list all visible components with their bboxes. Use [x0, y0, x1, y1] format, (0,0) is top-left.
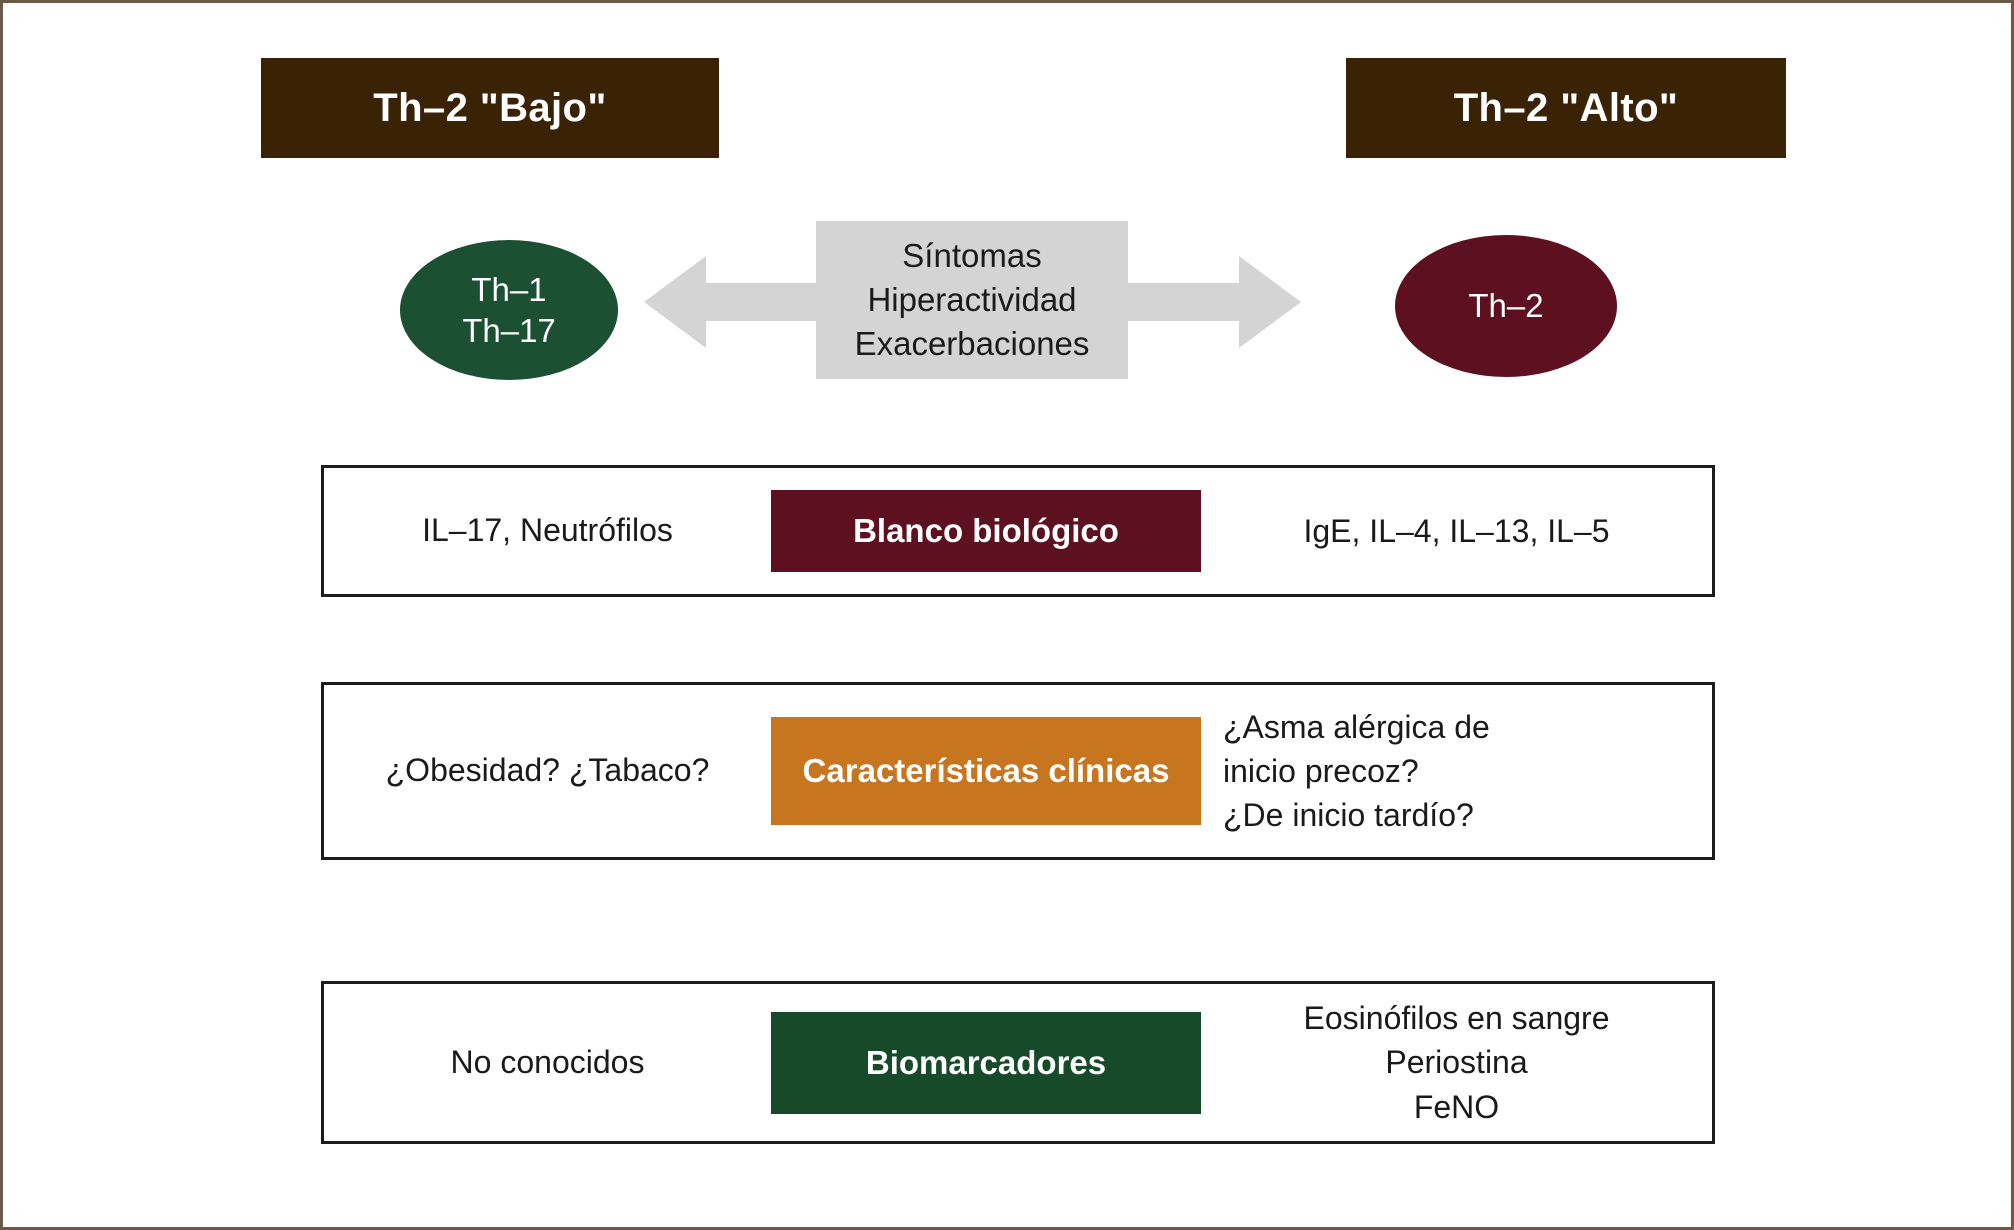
row-caracteristicas-clinicas-left: ¿Obesidad? ¿Tabaco?	[324, 749, 771, 792]
row-caracteristicas-clinicas-right: ¿Asma alérgica de inicio precoz? ¿De ini…	[1201, 705, 1712, 837]
row-biomarcadores-label-text: Biomarcadores	[865, 1043, 1107, 1081]
arrow-left-icon	[644, 256, 824, 348]
ellipse-th1-th17-line-1: Th–1	[471, 270, 547, 308]
row-caracteristicas-clinicas-right-line-3: ¿De inicio tardío?	[1223, 797, 1474, 834]
row-biomarcadores-right-line-1: Eosinófilos en sangre	[1303, 1000, 1610, 1037]
symptoms-box: Síntomas Hiperactividad Exacerbaciones	[816, 221, 1128, 379]
row-biomarcadores-left-line-1: No conocidos	[450, 1043, 645, 1080]
row-caracteristicas-clinicas-label-text: Características clínicas	[802, 752, 1170, 789]
row-biomarcadores: No conocidos Biomarcadores Eosinófilos e…	[321, 981, 1715, 1144]
row-caracteristicas-clinicas-label: Características clínicas	[771, 717, 1201, 825]
row-biomarcadores-right-line-3: FeNO	[1413, 1088, 1500, 1125]
row-blanco-biologico-label: Blanco biológico	[771, 490, 1201, 572]
header-banner-th2-low: Th–2 "Bajo"	[261, 58, 719, 158]
row-caracteristicas-clinicas: ¿Obesidad? ¿Tabaco? Características clín…	[321, 682, 1715, 860]
header-banner-th2-high: Th–2 "Alto"	[1346, 58, 1786, 158]
symptoms-line-3: Exacerbaciones	[854, 324, 1090, 362]
symptoms-line-2: Hiperactividad	[867, 281, 1077, 319]
symptoms-line-1: Síntomas	[902, 237, 1042, 275]
row-biomarcadores-right-line-2: Periostina	[1385, 1044, 1528, 1081]
arrow-right-icon	[1121, 256, 1301, 348]
row-blanco-biologico-left: IL–17, Neutrófilos	[324, 509, 771, 552]
row-biomarcadores-right: Eosinófilos en sangre Periostina FeNO	[1201, 996, 1712, 1128]
row-caracteristicas-clinicas-right-line-1: ¿Asma alérgica de	[1223, 708, 1490, 745]
row-biomarcadores-left: No conocidos	[324, 1041, 771, 1084]
row-caracteristicas-clinicas-left-line-1: ¿Obesidad? ¿Tabaco?	[385, 752, 710, 789]
row-biomarcadores-label: Biomarcadores	[771, 1011, 1201, 1114]
row-blanco-biologico-right: IgE, IL–4, IL–13, IL–5	[1201, 509, 1712, 553]
header-banner-th2-low-label: Th–2 "Bajo"	[373, 85, 607, 130]
ellipse-th2-line-1: Th–2	[1468, 287, 1544, 325]
header-banner-th2-high-label: Th–2 "Alto"	[1453, 85, 1679, 130]
row-blanco-biologico: IL–17, Neutrófilos Blanco biológico IgE,…	[321, 465, 1715, 597]
ellipse-th1-th17: Th–1 Th–17	[400, 240, 618, 380]
row-blanco-biologico-label-text: Blanco biológico	[853, 512, 1119, 549]
ellipse-th1-th17-line-2: Th–17	[462, 312, 556, 349]
row-blanco-biologico-left-line-1: IL–17, Neutrófilos	[422, 512, 673, 549]
row-caracteristicas-clinicas-right-line-2: inicio precoz?	[1223, 752, 1419, 789]
row-blanco-biologico-right-line-1: IgE, IL–4, IL–13, IL–5	[1303, 512, 1610, 549]
ellipse-th2: Th–2	[1395, 235, 1617, 377]
